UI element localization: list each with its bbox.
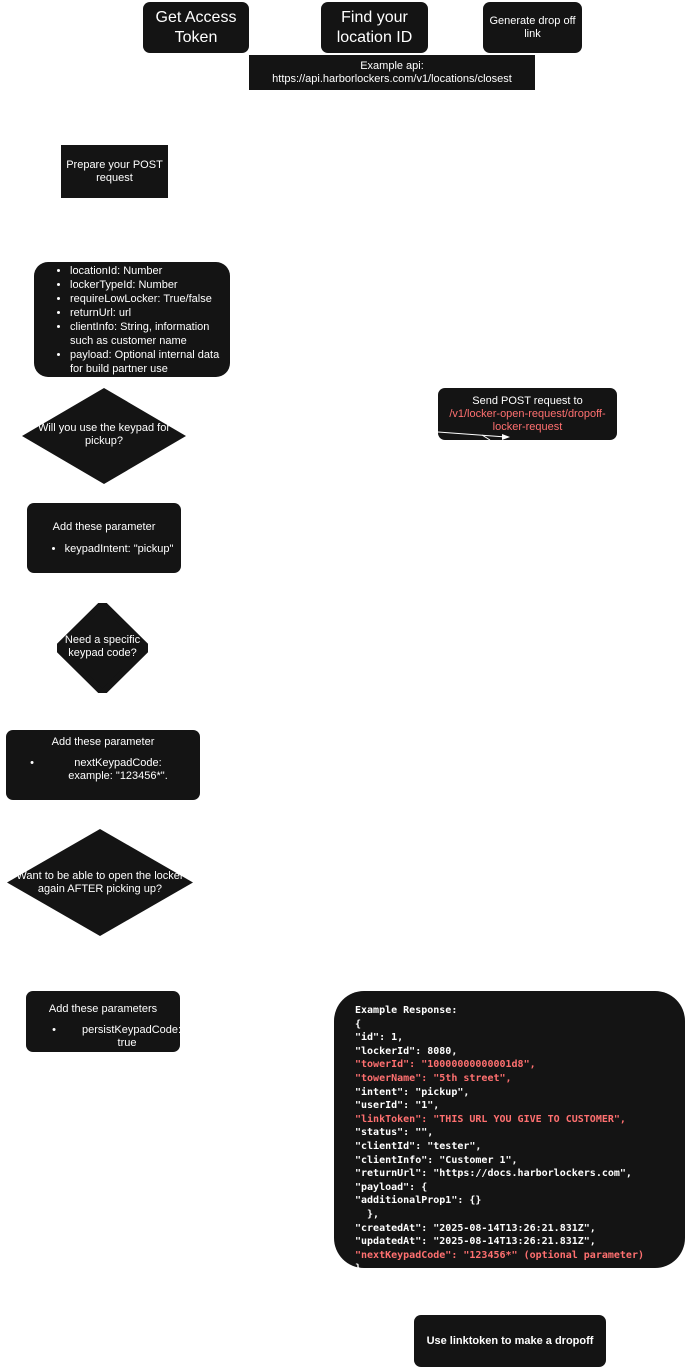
example-api-url: https://api.harborlockers.com/v1/locatio… xyxy=(272,72,512,85)
response-line: "createdAt": "2025-08-14T13:26:21.831Z", xyxy=(355,1222,596,1234)
example-api-note: Example api: https://api.harborlockers.c… xyxy=(249,55,535,90)
response-line: "lockerId": 8080, xyxy=(355,1045,458,1057)
decision-keypad-text: Will you use the keypad for pickup? xyxy=(37,422,171,447)
example-api-label: Example api: xyxy=(360,59,424,72)
step-label: Find your location ID xyxy=(336,8,413,46)
bullet: • xyxy=(52,1024,56,1036)
find-location-id-step: Find your location ID xyxy=(321,2,428,53)
response-line: "returnUrl": "https://docs.harborlockers… xyxy=(355,1168,632,1180)
get-access-token-step: Get Access Token xyxy=(143,2,249,53)
response-line: "nextKeypadCode": "123456*" (optional pa… xyxy=(355,1249,644,1261)
response-line: Example Response: xyxy=(355,1005,458,1016)
parameter-item: lockerTypeId: Number xyxy=(70,278,220,292)
response-line: "towerName": "5th street", xyxy=(355,1072,512,1084)
use-linktoken-step: Use linktoken to make a dropoff xyxy=(414,1315,606,1367)
response-line: "status": "", xyxy=(355,1127,434,1139)
parameter-item: returnUrl: url xyxy=(70,306,220,320)
parameter-item: keypadIntent: "pickup" xyxy=(65,542,174,556)
decision-diamond-persist xyxy=(7,829,193,936)
response-line: "clientId": "tester", xyxy=(355,1140,482,1152)
add-parameter-box-3: Add these parameters • persistKeypadCode… xyxy=(26,991,182,1052)
response-line: "updatedAt": "2025-08-14T13:26:21.831Z", xyxy=(355,1236,596,1248)
arrow-connector xyxy=(438,431,510,440)
generate-link-step: Generate drop off link xyxy=(483,2,582,53)
parameter-item: clientInfo: String, information such as … xyxy=(70,320,220,348)
step-label: Prepare your POST request xyxy=(66,158,163,184)
response-line: "clientInfo": "Customer 1", xyxy=(355,1154,518,1166)
decision-diamond-keypad xyxy=(22,388,186,484)
parameters-box: locationId: Number lockerTypeId: Number … xyxy=(34,262,230,377)
add-parameter-title: Add these parameters xyxy=(48,1003,158,1015)
parameters-list: locationId: Number lockerTypeId: Number … xyxy=(52,264,220,376)
step-label: Use linktoken to make a dropoff xyxy=(426,1335,594,1347)
response-line: "payload": { xyxy=(355,1181,428,1193)
decision-code-text: Need a specific keypad code? xyxy=(64,634,141,659)
decision-persist-text: Want to be able to open the locker again… xyxy=(16,870,184,895)
step-label: Generate drop off link xyxy=(489,14,576,40)
prepare-post-step: Prepare your POST request xyxy=(61,145,168,198)
send-post-step: Send POST request to /v1/locker-open-req… xyxy=(438,388,617,440)
decision-diamond-code xyxy=(57,603,148,693)
example-response-box: Example Response: { "id": 1,"lockerId": 80… xyxy=(334,991,685,1274)
bullet: • xyxy=(30,757,34,769)
response-line: { xyxy=(355,1018,362,1030)
response-line: "additionalProp1": {} xyxy=(355,1195,482,1207)
add-parameter-title: Add these parameter xyxy=(51,736,155,748)
add-parameter-box-2: Add these parameter • nextKeypadCode: ex… xyxy=(6,730,200,800)
parameter-item: • nextKeypadCode: example: "123456*". xyxy=(6,757,200,783)
parameter-text: nextKeypadCode: example: "123456*". xyxy=(68,757,168,782)
response-line: "userId": "1", xyxy=(355,1100,440,1112)
parameter-item: locationId: Number xyxy=(70,264,220,278)
parameter-item: requireLowLocker: True/false xyxy=(70,292,220,306)
parameter-text: persistKeypadCode: true xyxy=(82,1024,182,1049)
response-line: } xyxy=(355,1263,362,1275)
response-line: "towerId": "10000000000001d8", xyxy=(355,1059,536,1071)
parameter-item: payload: Optional internal data for buil… xyxy=(70,348,220,376)
send-post-endpoint: /v1/locker-open-request/dropoff-locker-r… xyxy=(449,407,606,433)
parameter-item: • persistKeypadCode: true xyxy=(26,1024,182,1050)
response-line: "linkToken": "THIS URL YOU GIVE TO CUSTO… xyxy=(355,1113,626,1125)
add-parameter-title: Add these parameter xyxy=(52,520,156,533)
send-post-label: Send POST request to xyxy=(472,394,583,407)
response-line: "intent": "pickup", xyxy=(355,1086,470,1098)
response-line: "id": 1, xyxy=(355,1032,404,1044)
add-parameter-box-1: Add these parameter keypadIntent: "picku… xyxy=(27,503,181,573)
response-line: }, xyxy=(355,1208,380,1220)
step-label: Get Access Token xyxy=(155,8,237,46)
